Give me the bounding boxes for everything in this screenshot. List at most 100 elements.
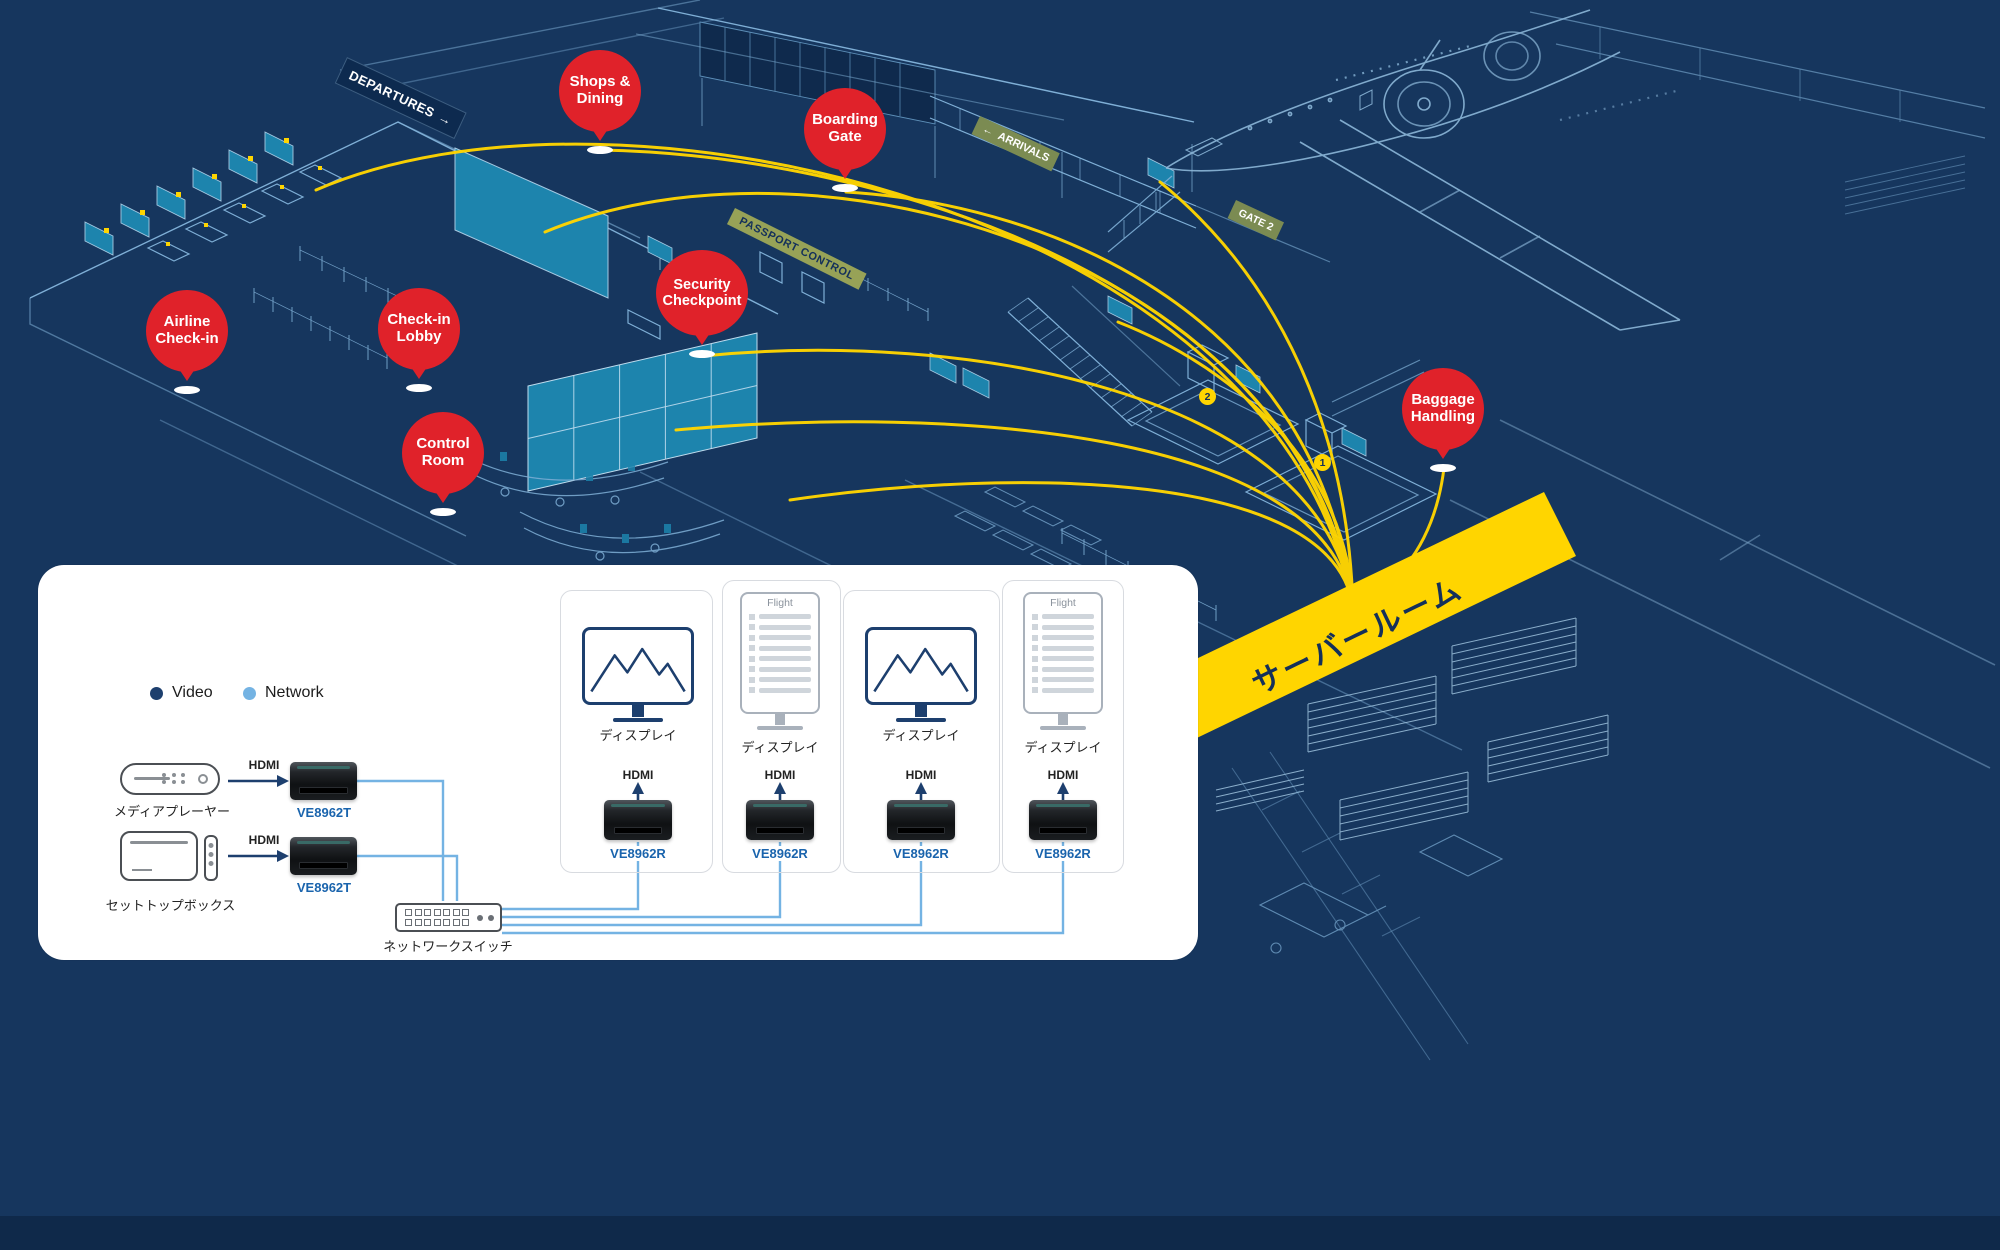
connection-lines [228, 775, 1069, 935]
disc-slot [134, 777, 170, 780]
endpoint-group-3 [843, 590, 1000, 873]
ve8962r-label-2: VE8962R [720, 846, 840, 861]
video-arrows [228, 775, 1069, 862]
hdmi-label: HDMI [248, 833, 280, 847]
monitor-stand [915, 705, 927, 717]
connection-diagram-panel: Video Network メディアプレーヤー HDMI VE8962T セット… [38, 565, 1198, 960]
network-lines [357, 779, 1065, 935]
right-arrow-icon: → [436, 109, 455, 129]
pin-shadow [430, 508, 456, 516]
endpoint-group-2 [722, 580, 841, 873]
hdmi-label: HDMI [905, 768, 937, 782]
hdmi-label: HDMI [248, 758, 280, 772]
display-label: ディスプレイ [1024, 740, 1102, 755]
video-dot-icon [150, 686, 163, 700]
small-teal-screens [647, 157, 1367, 457]
pin-shadow [587, 146, 613, 154]
pin-tail [407, 361, 431, 379]
switch-ports [405, 909, 469, 926]
display-label: ディスプレイ [599, 728, 677, 743]
airplane [1165, 9, 1996, 769]
pin-tail [431, 485, 455, 503]
teal-wall-screen [454, 147, 609, 299]
carousel-tag-1: 1 [1314, 454, 1331, 471]
av-link-curves [314, 142, 1446, 614]
flight-board-title: Flight [1050, 597, 1076, 609]
display-label: ディスプレイ [741, 740, 819, 755]
legend-network: Network [243, 684, 324, 702]
monitor-base [613, 718, 663, 722]
pin-bubble: Shops &Dining [559, 50, 641, 132]
pin-tail [588, 123, 612, 141]
legend-video-label: Video [172, 684, 213, 701]
pin-tail [690, 327, 714, 345]
board-stand [1058, 714, 1068, 725]
ve8962t-transmitter-2 [290, 837, 357, 875]
ve8962r-receiver-3 [887, 800, 955, 840]
monitor-base [896, 718, 946, 722]
ve8962t-label-2: VE8962T [284, 880, 364, 895]
baggage-carts [1231, 751, 1504, 1061]
network-switch-label: ネットワークスイッチ [383, 939, 513, 954]
pin-tail [833, 161, 857, 179]
pin-shops-dining: Shops &Dining [559, 50, 641, 154]
set-top-box-label: セットトップボックス [105, 898, 236, 913]
flight-board-icon: Flight [740, 592, 820, 714]
legend-video: Video [150, 684, 213, 702]
bottom-vignette [0, 1216, 2000, 1250]
flight-board-icon: Flight [1023, 592, 1103, 714]
ve8962t-label-1: VE8962T [284, 805, 364, 820]
switch-leds [477, 914, 494, 921]
vent-dots [162, 773, 188, 784]
endpoint-group-4 [1002, 580, 1124, 873]
ve8962r-label-4: VE8962R [1003, 846, 1123, 861]
network-switch-icon [395, 903, 502, 932]
escalator [1007, 285, 1181, 427]
ve8962r-label-1: VE8962R [578, 846, 698, 861]
display-monitor-icon [865, 627, 977, 705]
pin-shadow [832, 184, 858, 192]
pin-shadow [174, 386, 200, 394]
ve8962r-label-3: VE8962R [861, 846, 981, 861]
pin-shadow [1430, 464, 1456, 472]
board-base [1040, 726, 1086, 730]
monitor-stand [632, 705, 644, 717]
power-button-icon [198, 774, 208, 784]
pin-tail [175, 363, 199, 381]
hdmi-label: HDMI [1047, 768, 1079, 782]
ve8962r-receiver-1 [604, 800, 672, 840]
hdmi-label: HDMI [622, 768, 654, 782]
set-top-box-icon [120, 831, 198, 881]
display-label: ディスプレイ [882, 728, 960, 743]
central-building [635, 7, 1195, 198]
pin-shadow [689, 350, 715, 358]
board-base [757, 726, 803, 730]
network-dot-icon [243, 686, 256, 700]
benches [953, 486, 1103, 570]
pin-shadow [406, 384, 432, 392]
left-arrow-icon: ← [980, 123, 996, 139]
jet-bridge [1107, 175, 1181, 253]
departure-board-screens [84, 131, 294, 256]
board-stand [775, 714, 785, 725]
cargo-shelves [1215, 617, 1609, 841]
endpoint-group-1 [560, 590, 713, 873]
mountain-graphic-icon [873, 647, 969, 693]
ve8962r-receiver-2 [746, 800, 814, 840]
carousel-tag-2: 2 [1199, 388, 1216, 405]
server-room-ribbon [1144, 492, 1576, 748]
legend-network-label: Network [265, 684, 324, 701]
ve8962r-receiver-4 [1029, 800, 1097, 840]
checkin-desks [146, 164, 343, 262]
media-player-icon [120, 763, 220, 795]
display-monitor-icon [582, 627, 694, 705]
